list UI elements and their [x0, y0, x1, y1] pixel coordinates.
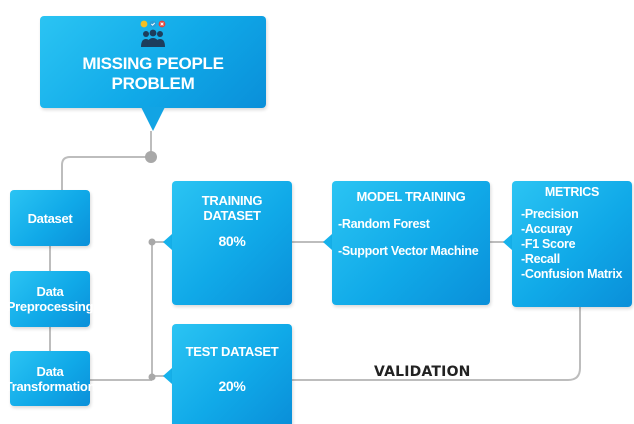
connector-test-to-metrics	[292, 307, 581, 381]
title-line-2: PROBLEM	[111, 74, 195, 93]
junction-dot-train	[148, 238, 156, 246]
test-dataset-header: TEST DATASET	[185, 344, 279, 359]
connector-split-to-train	[151, 241, 166, 380]
step-preprocessing: Data Preprocessing	[6, 271, 94, 327]
model-item-svm: -Support Vector Machine	[338, 244, 479, 258]
training-dataset-box: TRAINING DATASET 80%	[172, 181, 292, 305]
title-box: MISSING PEOPLE PROBLEM	[40, 16, 266, 108]
step-preprocessing-line-1: Data	[36, 284, 64, 299]
step-transformation-line-1: Data	[36, 363, 64, 379]
test-pointer	[163, 368, 172, 384]
metric-item-confusion-matrix: -Confusion Matrix	[521, 267, 623, 281]
diagram-title: MISSING PEOPLE PROBLEM	[82, 54, 224, 94]
metric-item-f1-score: -F1 Score	[521, 237, 576, 251]
metrics-header: METRICS	[544, 185, 600, 199]
junction-dot-title	[145, 151, 157, 163]
model-item-random-forest: -Random Forest	[338, 217, 430, 231]
title-line-1: MISSING PEOPLE	[82, 54, 224, 73]
metrics-box: METRICS -Precision -Accuray -F1 Score -R…	[512, 181, 632, 307]
metric-item-precision: -Precision	[521, 207, 579, 221]
model-training-header: MODEL TRAINING	[356, 189, 466, 204]
step-transformation-line-2: Transformation	[4, 378, 96, 394]
step-dataset-label: Dataset	[27, 210, 73, 226]
metric-item-recall: -Recall	[521, 252, 560, 266]
training-dataset-header: TRAINING DATASET	[201, 193, 263, 223]
step-transformation: Data Transformation	[5, 351, 96, 406]
junction-dot-split	[148, 373, 156, 381]
validation-label: VALIDATION	[374, 364, 471, 380]
warning-badge-icon	[140, 20, 148, 28]
check-badge-icon	[149, 20, 157, 28]
test-dataset-box: TEST DATASET 20%	[172, 324, 292, 424]
model-training-box: MODEL TRAINING -Random Forest -Support V…	[332, 181, 490, 305]
model-pointer	[323, 234, 332, 250]
step-dataset: Dataset	[10, 190, 90, 246]
training-dataset-percent: 80%	[218, 233, 246, 249]
test-dataset-percent: 20%	[218, 378, 246, 394]
step-preprocessing-line-2: Preprocessing	[6, 299, 94, 314]
title-pointer	[141, 107, 165, 131]
connector-title-to-steps	[61, 131, 152, 190]
people-group-icon	[140, 20, 166, 47]
metric-item-accuracy: -Accuray	[521, 222, 573, 236]
train-pointer	[163, 234, 172, 250]
metrics-pointer	[503, 234, 512, 250]
